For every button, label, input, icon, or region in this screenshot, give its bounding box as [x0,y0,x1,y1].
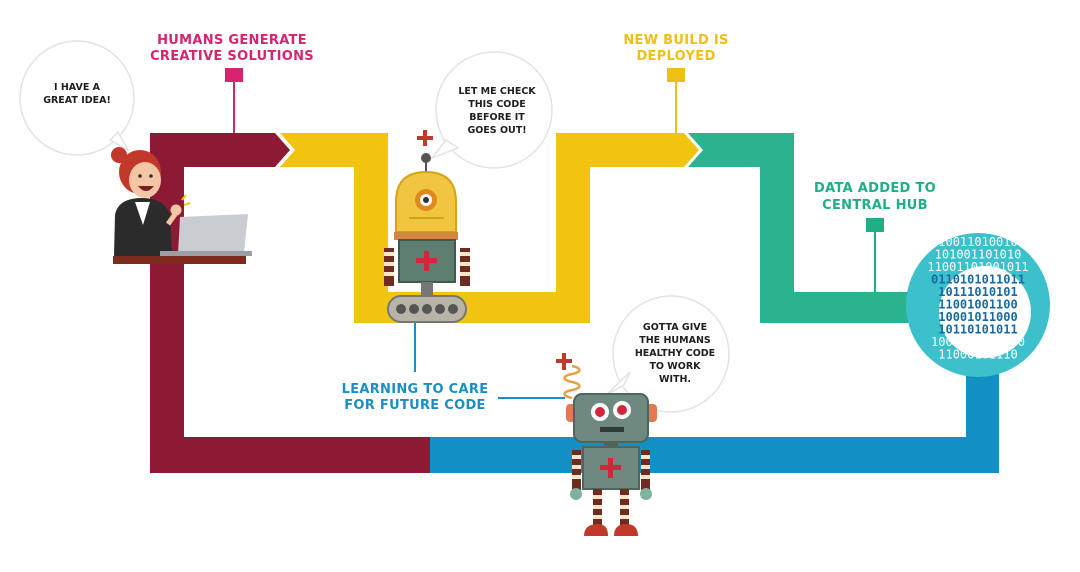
central-hub: 0100110100101101001101010110011010010110… [906,233,1050,377]
label-data-line1: DATA ADDED TO [814,181,936,196]
label-humans-line1: HUMANS GENERATE [157,33,307,48]
speech-bubble-woman: I HAVE A GREAT IDEA! [19,40,135,156]
label-learning-line2: FOR FUTURE CODE [344,398,486,413]
robot2-bubble-line1: GOTTA GIVE [643,322,707,333]
hub-binary-line: 0100110100101 [931,235,1025,249]
robot2-plus-icon [556,353,572,370]
label-learning-line1: LEARNING TO CARE [342,382,489,397]
flow-path [150,133,999,473]
path-segment-yellow [280,133,699,323]
label-deploy-line1: NEW BUILD IS [623,33,728,48]
label-humans-marker [225,68,243,82]
laptop [178,214,248,254]
path-segment-maroon [150,133,430,473]
desk [113,256,246,264]
hub-binary-line: 0110101011011 [931,273,1025,287]
robot1-bubble-line1: LET ME CHECK [458,86,536,97]
label-humans: HUMANS GENERATE CREATIVE SOLUTIONS [150,33,314,133]
robot2-bubble-line4: TO WORK [649,361,701,372]
label-deploy: NEW BUILD IS DEPLOYED [623,33,728,133]
woman-character: I HAVE A GREAT IDEA! [19,40,252,264]
hub-binary-line: 1001100100100 [931,335,1025,349]
robot1-plus-icon [417,130,433,146]
hub-binary-line: 10001011000 [938,310,1017,324]
label-data-marker [866,218,884,232]
label-data-line2: CENTRAL HUB [822,198,928,213]
robot1-bubble-line3: BEFORE IT [469,112,525,123]
robot2-bubble-line5: WITH. [659,374,691,385]
hub-binary-line: 10110101011 [938,323,1017,337]
path-segment-blue [430,360,999,473]
hub-binary-line: 11000101110 [938,348,1017,362]
hub-binary-line: 11001001100 [938,298,1017,312]
hub-binary-line: 11001101001011 [927,260,1028,274]
robot1-bubble-line4: GOES OUT! [467,125,526,136]
label-deploy-marker [667,68,685,82]
robot2-bubble-line2: THE HUMANS [639,335,711,346]
robot-caretaker: GOTTA GIVE THE HUMANS HEALTHY CODE TO WO… [556,295,730,536]
label-learning: LEARNING TO CARE FOR FUTURE CODE [342,323,565,413]
label-deploy-line2: DEPLOYED [636,49,715,64]
hub-binary-line: 101001101010 [935,248,1022,262]
label-humans-line2: CREATIVE SOLUTIONS [150,49,314,64]
speech-bubble-robot2: GOTTA GIVE THE HUMANS HEALTHY CODE TO WO… [605,295,730,413]
robot1-arms [384,248,470,286]
label-data-hub: DATA ADDED TO CENTRAL HUB [814,181,936,292]
robot1-bubble-line2: THIS CODE [468,99,526,110]
hub-binary-line: 10111010101 [938,285,1017,299]
hub-inner-circle [939,266,1031,358]
robot-inspector: LET ME CHECK THIS CODE BEFORE IT GOES OU… [384,51,553,323]
speech-bubble-robot1: LET ME CHECK THIS CODE BEFORE IT GOES OU… [429,51,553,169]
robot2-bubble-line3: HEALTHY CODE [635,348,715,359]
woman-bubble-line1: I HAVE A [54,82,101,93]
hub-binary-text: 0100110100101101001101010110011010010110… [927,235,1028,362]
robot2-spring-antenna [563,364,581,400]
path-segment-teal [688,133,925,323]
woman-bubble-line2: GREAT IDEA! [43,95,111,106]
